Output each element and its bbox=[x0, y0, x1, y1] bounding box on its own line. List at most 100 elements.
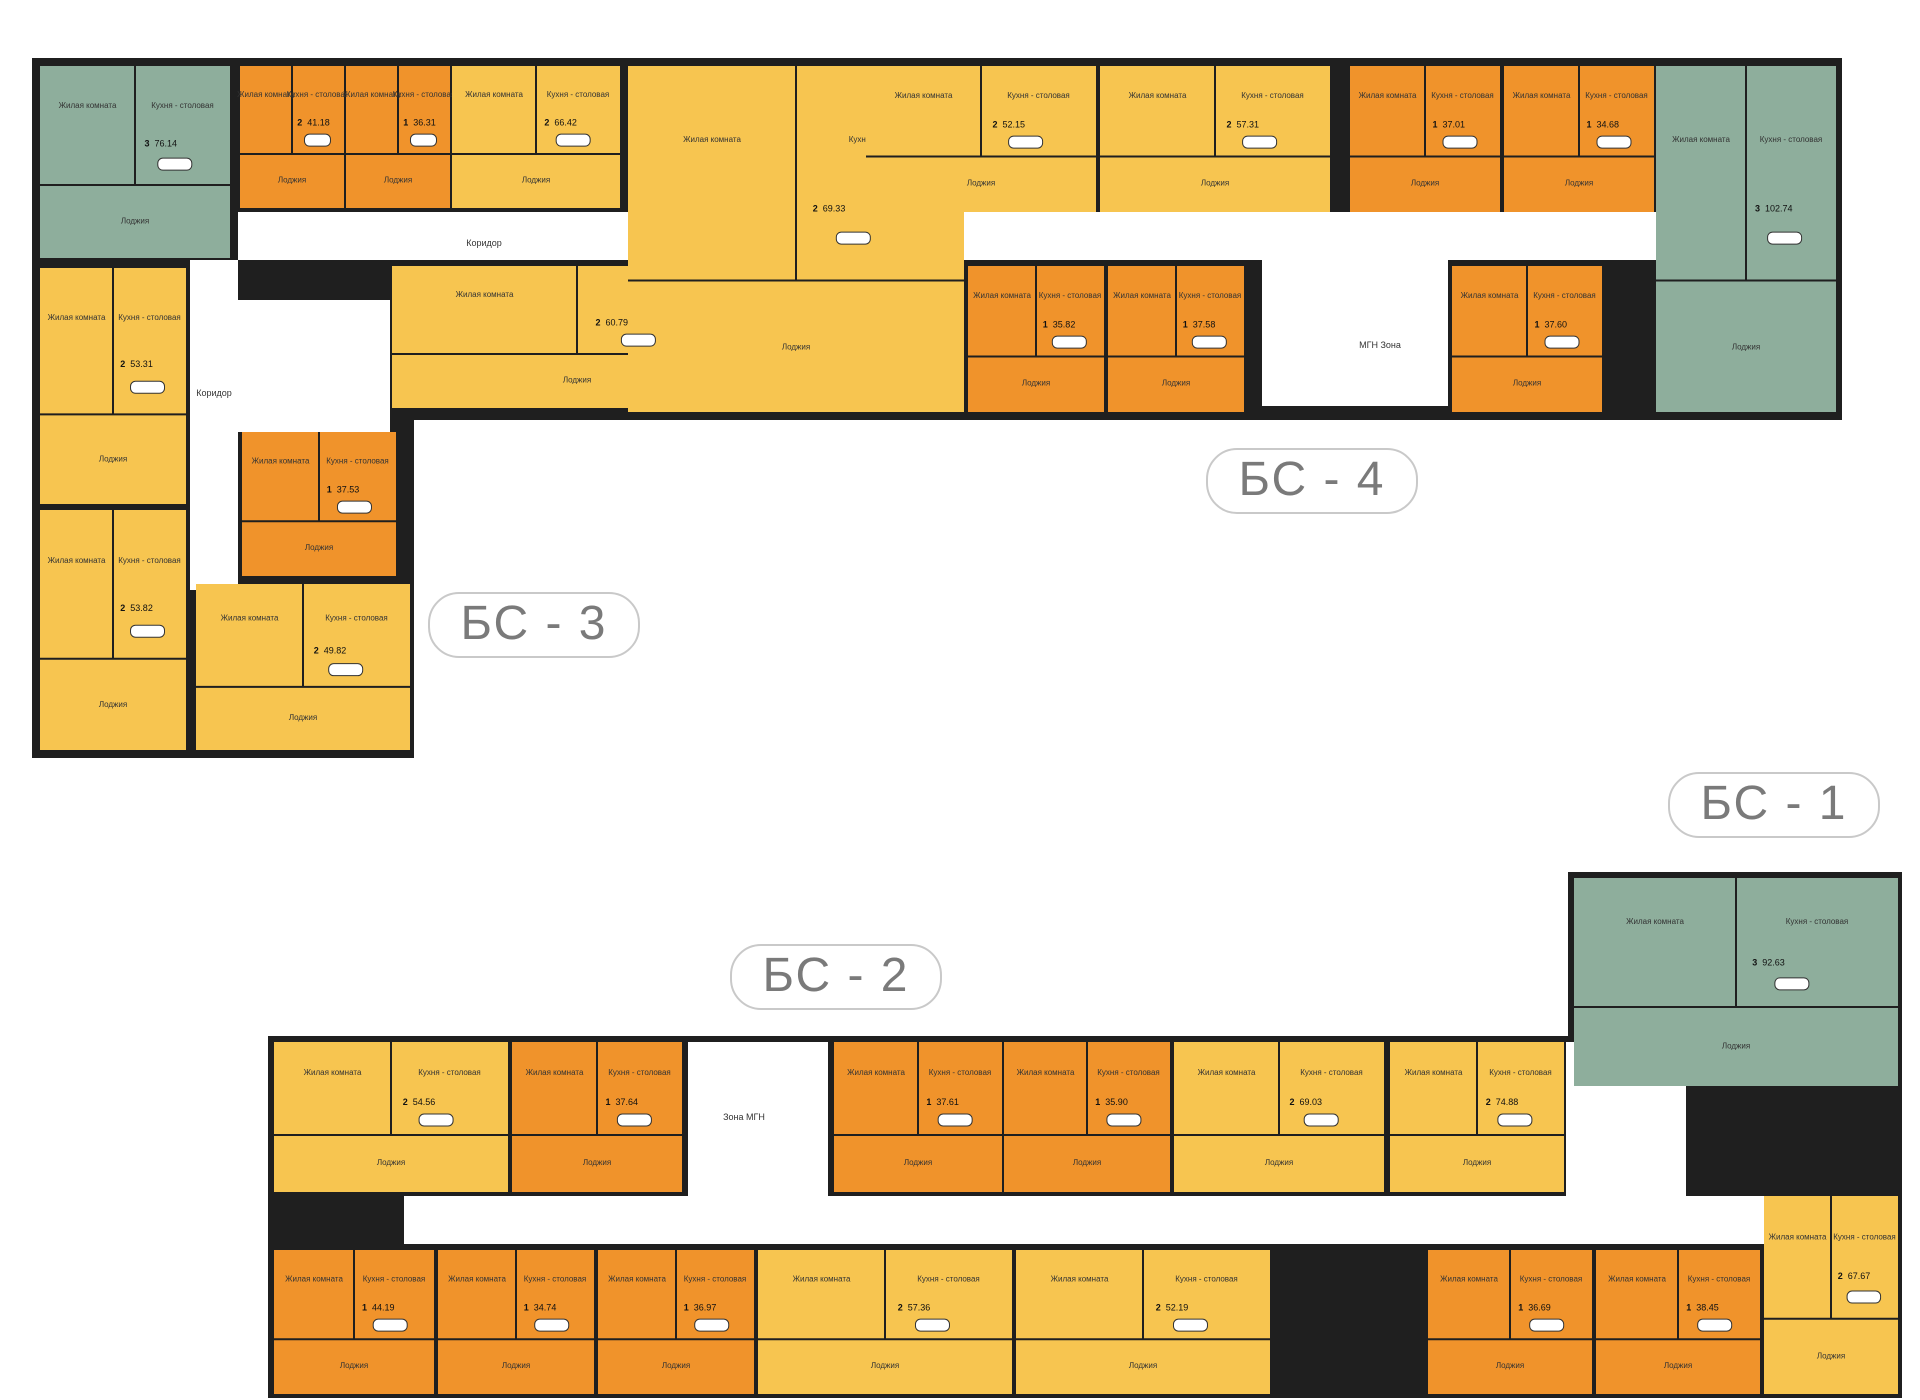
apartment-area-value: 66.42 bbox=[554, 118, 577, 128]
room-label-kitchen: Кухня - столовая bbox=[1175, 1275, 1238, 1284]
corridor-bottom bbox=[404, 1196, 1782, 1244]
apartment-area-value: 76.14 bbox=[155, 139, 178, 149]
room-label-living: Жилая комната bbox=[1405, 1068, 1463, 1077]
room-label-kitchen: Кухня - столовая bbox=[608, 1068, 671, 1077]
room-label-living: Жилая комната bbox=[59, 101, 117, 110]
apartment-rooms-count: 1 bbox=[524, 1302, 529, 1312]
stair-bottom-mid bbox=[688, 1042, 828, 1222]
room-label-kitchen: Кухня - столовая bbox=[1007, 91, 1070, 100]
apartment-area-value: 74.88 bbox=[1496, 1097, 1519, 1107]
apartment-rooms-count: 1 bbox=[1095, 1097, 1100, 1107]
room-label-loggia: Лоджия bbox=[1565, 179, 1593, 188]
fixtures-layer bbox=[130, 133, 1882, 1332]
bathtub-icon bbox=[616, 1113, 652, 1127]
room-label-kitchen: Кухня - столовая bbox=[287, 90, 350, 99]
bathtub-icon bbox=[1767, 231, 1803, 245]
bathtub-icon bbox=[1529, 1318, 1565, 1332]
apartment-rooms-count: 1 bbox=[1518, 1302, 1523, 1312]
bathtub-icon bbox=[130, 624, 166, 638]
room-label-loggia: Лоджия bbox=[340, 1361, 368, 1370]
room-label-living: Жилая комната bbox=[285, 1275, 343, 1284]
room-label-kitchen: Кухня - столовая bbox=[524, 1275, 587, 1284]
room-label-kitchen: Кухня - столовая bbox=[118, 556, 181, 565]
room-label-living: Жилая комната bbox=[1608, 1275, 1666, 1284]
section-label-bs4: БС - 4 bbox=[1206, 448, 1418, 514]
room-label-living: Жилая комната bbox=[793, 1275, 851, 1284]
room-label-living: Жилая комната bbox=[1051, 1275, 1109, 1284]
room-label-living: Жилая комната bbox=[608, 1275, 666, 1284]
apartment-rooms-count: 2 bbox=[403, 1097, 408, 1107]
apartment-rooms-count: 2 bbox=[993, 119, 998, 129]
apartment-rooms-count: 2 bbox=[596, 318, 601, 328]
room-label-loggia: Лоджия bbox=[1513, 379, 1541, 388]
room-label-kitchen: Кухня - столовая bbox=[1039, 291, 1102, 300]
apartment-rooms-count: 2 bbox=[1156, 1302, 1161, 1312]
room-label-kitchen: Кухня - столовая bbox=[326, 457, 389, 466]
bathtub-icon bbox=[555, 133, 591, 147]
apartment-area-value: 52.19 bbox=[1166, 1302, 1189, 1312]
room-label-loggia: Лоджия bbox=[1022, 379, 1050, 388]
room-label-kitchen: Кухня - столовая bbox=[1585, 91, 1648, 100]
bathtub-icon bbox=[1191, 335, 1227, 349]
corridor-top bbox=[238, 212, 1816, 260]
room-label-kitchen: Кухня - столовая bbox=[118, 313, 181, 322]
room-label-living: Жилая комната bbox=[48, 556, 106, 565]
room-label-loggia: Лоджия bbox=[563, 375, 591, 384]
apartment-area-value: 36.69 bbox=[1528, 1302, 1551, 1312]
apartment-rooms-count: 2 bbox=[314, 646, 319, 656]
stair-top-left bbox=[238, 300, 390, 432]
room-label-living: Жилая комната bbox=[1672, 135, 1730, 144]
room-label-living: Жилая комната bbox=[465, 90, 523, 99]
bathtub-icon bbox=[914, 1318, 950, 1332]
apartment-area-value: 34.68 bbox=[1597, 119, 1620, 129]
room-label-kitchen: Кухня - столовая bbox=[1097, 1068, 1160, 1077]
bathtub-icon bbox=[1846, 1290, 1882, 1304]
section-label-bs2: БС - 2 bbox=[730, 944, 942, 1010]
apartment-rooms-count: 1 bbox=[403, 118, 408, 128]
bathtub-icon bbox=[1051, 335, 1087, 349]
bathtub-icon bbox=[157, 157, 193, 171]
bathtub-icon bbox=[1242, 135, 1278, 149]
room-label-loggia: Лоджия bbox=[782, 343, 810, 352]
apartment-area-value: 37.01 bbox=[1443, 119, 1466, 129]
section-label-bs3: БС - 3 bbox=[428, 592, 640, 658]
room-label-loggia: Лоджия bbox=[871, 1361, 899, 1370]
room-label-loggia: Лоджия bbox=[1722, 1042, 1750, 1051]
apartment-area-value: 35.90 bbox=[1105, 1097, 1128, 1107]
apartment-rooms-count: 1 bbox=[1043, 319, 1048, 329]
room-label-loggia: Лоджия bbox=[1265, 1158, 1293, 1167]
apartment-area-value: 53.82 bbox=[130, 603, 153, 613]
apartment-area-value: 37.60 bbox=[1545, 319, 1568, 329]
room-label-living: Жилая комната bbox=[1440, 1275, 1498, 1284]
apartment-rooms-count: 2 bbox=[297, 118, 302, 128]
